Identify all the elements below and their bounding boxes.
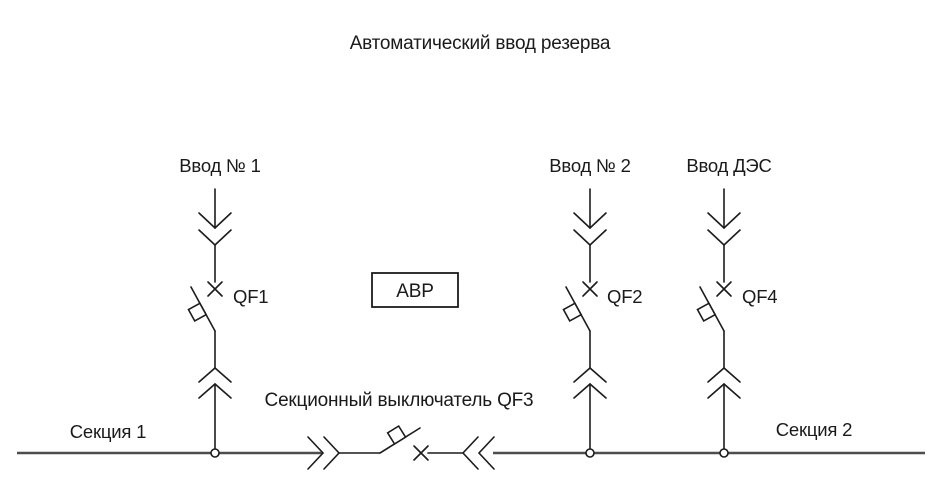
breaker-qf2-square-icon [562, 302, 583, 323]
section-2-label: Секция 2 [776, 419, 853, 440]
breaker-qf1-square-icon [187, 302, 208, 323]
breaker-qf4-label: QF4 [742, 286, 777, 307]
feeder-input-des: Ввод ДЭС QF4 [686, 155, 778, 458]
feeder-2-bus-connection-dot [585, 448, 595, 458]
feeder-1-bus-connection-dot [210, 448, 220, 458]
diagram-title: Автоматический ввод резерва [350, 33, 611, 54]
breaker-qf4-square-icon [696, 302, 717, 323]
breaker-qf2-x-contact-icon [582, 281, 598, 297]
feeder-3-bus-connection-dot [719, 448, 729, 458]
qf3-right-withdrawable-contact-icon [461, 436, 495, 470]
feeder-input-2: Ввод № 2 QF2 [549, 155, 643, 458]
feeder-input-1: Ввод № 1 QF1 [179, 155, 269, 458]
breaker-qf3-x-contact-icon [413, 445, 429, 461]
breaker-qf1-label: QF1 [233, 286, 268, 307]
input-2-label: Ввод № 2 [549, 155, 630, 176]
section-1-label: Секция 1 [70, 421, 147, 442]
avr-control-box: АВР [371, 272, 459, 308]
avr-box-frame [371, 272, 459, 308]
avr-box-label: АВР [396, 281, 433, 302]
input-1-label: Ввод № 1 [179, 155, 260, 176]
breaker-qf3-square-icon [386, 424, 407, 446]
breaker-qf4-x-contact-icon [716, 281, 732, 297]
section-switch-qf3: Секционный выключатель QF3 [265, 390, 534, 470]
section-switch-qf3-label: Секционный выключатель QF3 [265, 390, 534, 411]
input-des-label: Ввод ДЭС [686, 155, 771, 176]
breaker-qf1-x-contact-icon [207, 281, 223, 297]
breaker-qf2-label: QF2 [607, 286, 642, 307]
